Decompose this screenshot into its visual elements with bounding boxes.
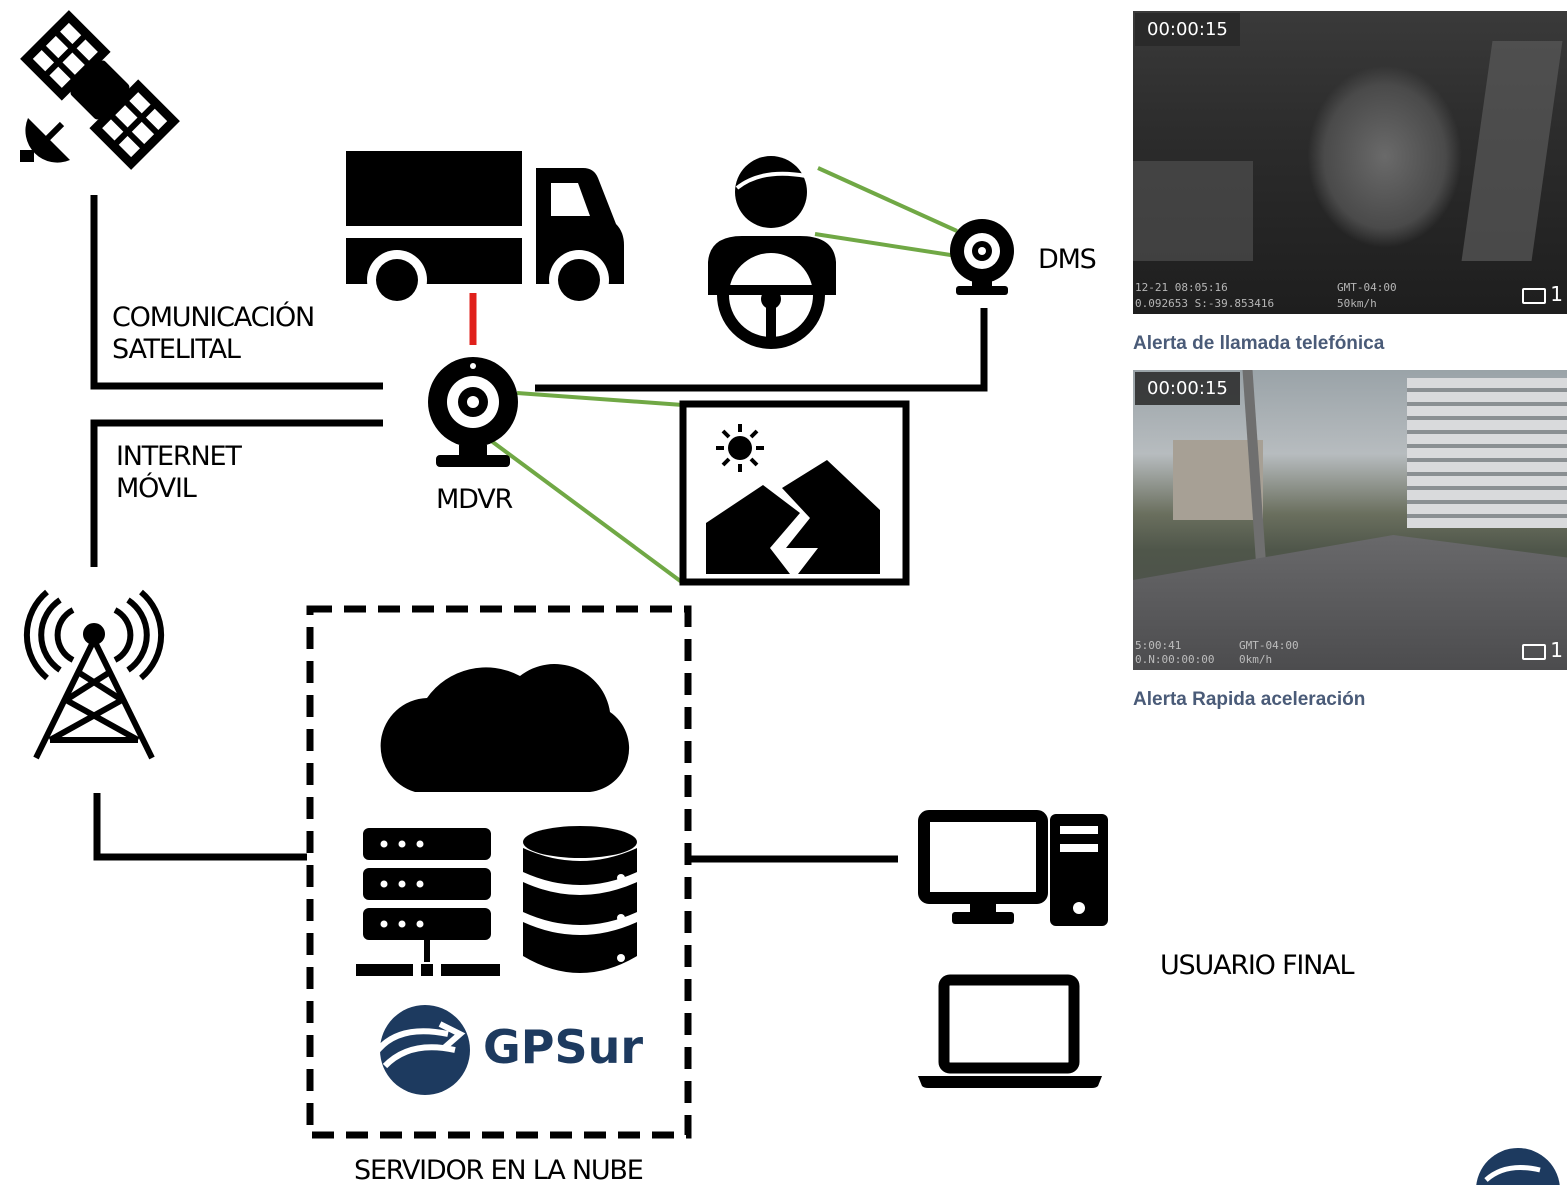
dms-camera-icon <box>950 219 1014 295</box>
truck-icon <box>346 151 624 310</box>
cabin-window-left <box>1133 161 1253 261</box>
video-camera-channel: 1 <box>1522 638 1563 662</box>
mdvr-image-link-2 <box>488 438 685 585</box>
satellite-link-line <box>90 195 383 390</box>
video-overlay-timezone: GMT-04:00 <box>1239 639 1299 652</box>
internet-link-line <box>90 419 383 567</box>
video-overlay-datetime: 5:00:41 <box>1135 639 1182 652</box>
video-thumbnail-phone-alert[interactable]: 00:00:15 12-21 08:05:16 0.092653 S:-39.8… <box>1133 11 1567 314</box>
road-surface <box>1133 535 1567 670</box>
video-overlay-coords: 0.092653 S:-39.853416 <box>1135 297 1275 310</box>
mobile-internet-label-line2: MÓVIL <box>116 473 197 504</box>
mobile-internet-label-line1: INTERNET <box>116 441 242 472</box>
video-overlay-coords: 0.N:00:00:00 <box>1135 653 1215 666</box>
satellite-comm-label-line2: SATELITAL <box>112 334 241 365</box>
camera-icon <box>1522 287 1547 304</box>
gpsur-logo-icon <box>375 1005 470 1095</box>
mdvr-camera-icon <box>428 357 518 467</box>
mdvr-dms-link-line <box>535 308 988 392</box>
video-overlay-speed: 0km/h <box>1239 653 1273 666</box>
satellite-comm-label-line1: COMUNICACIÓN <box>112 302 315 333</box>
wireless-links <box>488 166 958 585</box>
dms-label: DMS <box>1038 244 1097 275</box>
driver-dms-link-1 <box>817 166 958 233</box>
gpsur-brand-name: GPSur <box>483 1020 644 1074</box>
video-overlay-timezone: GMT-04:00 <box>1337 281 1397 294</box>
landscape-image-icon <box>679 400 910 586</box>
antenna-tower-icon <box>23 589 165 760</box>
desktop-computer-icon <box>918 810 1108 926</box>
corner-logo-icon <box>1476 1148 1560 1185</box>
satellite-icon <box>20 10 180 170</box>
video-caption-phone-alert: Alerta de llamada telefónica <box>1133 333 1385 354</box>
mobile-internet-label: INTERNET MÓVIL <box>116 441 242 505</box>
connection-lines <box>90 195 988 863</box>
video-channel-number: 1 <box>1550 282 1563 306</box>
driver-icon <box>708 156 836 349</box>
cabin-window-right <box>1461 41 1563 261</box>
video-overlay-speed: 50km/h <box>1337 297 1377 310</box>
cloud-server-box <box>306 605 692 1139</box>
video-channel-number: 1 <box>1550 638 1563 662</box>
cloud-icon <box>380 664 630 792</box>
satellite-comm-label: COMUNICACIÓN SATELITAL <box>112 302 315 366</box>
tower-server-link-line <box>93 793 307 861</box>
camera-icon <box>1522 643 1547 660</box>
video-timestamp: 00:00:15 <box>1135 372 1240 405</box>
video-caption-acceleration-alert: Alerta Rapida aceleración <box>1133 689 1366 710</box>
mdvr-image-link-1 <box>516 391 684 407</box>
server-rack-icon <box>356 828 500 976</box>
video-camera-channel: 1 <box>1522 282 1563 306</box>
road-building-right <box>1407 378 1567 528</box>
cloud-server-label: SERVIDOR EN LA NUBE <box>354 1155 644 1186</box>
mdvr-label: MDVR <box>436 484 513 515</box>
video-overlay-datetime: 12-21 08:05:16 <box>1135 281 1228 294</box>
database-icon <box>523 826 637 973</box>
laptop-icon <box>918 974 1102 1088</box>
video-thumbnail-acceleration-alert[interactable]: 00:00:15 5:00:41 0.N:00:00:00 GMT-04:00 … <box>1133 370 1567 670</box>
end-user-label: USUARIO FINAL <box>1160 950 1354 981</box>
driver-dms-link-2 <box>814 232 958 258</box>
video-timestamp: 00:00:15 <box>1135 13 1240 46</box>
